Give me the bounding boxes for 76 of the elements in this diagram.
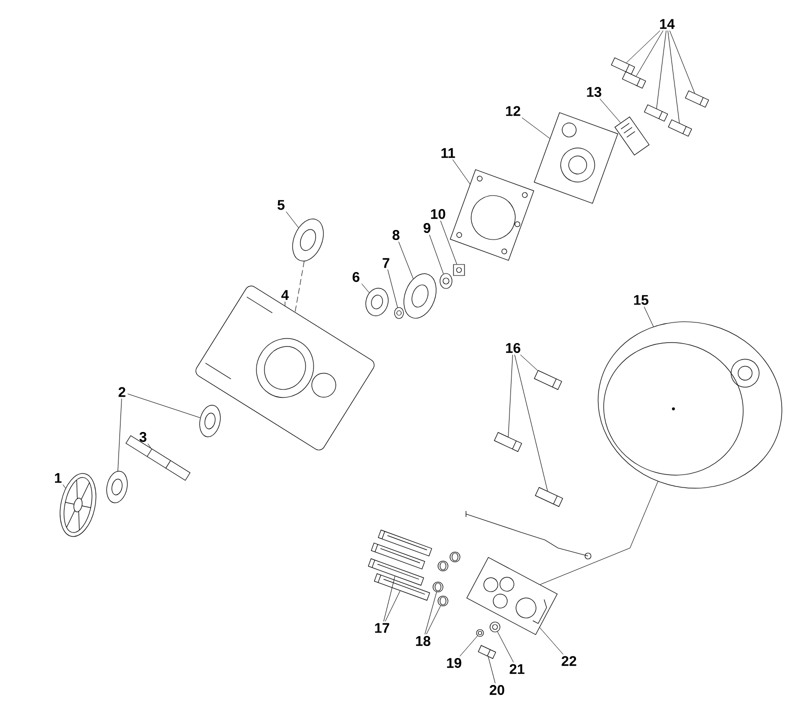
- alignment-line: [540, 481, 658, 585]
- leader-line: [522, 117, 550, 139]
- callout-number: 6: [352, 272, 360, 282]
- callout-number: 11: [441, 148, 456, 158]
- gasket-drawing: [450, 169, 534, 261]
- callout-number: 2: [118, 387, 126, 397]
- leader-line: [440, 220, 458, 264]
- leader-line: [644, 306, 654, 327]
- ring-drawing: [440, 273, 452, 289]
- leader-line: [286, 211, 299, 228]
- ring-drawing: [490, 622, 500, 632]
- tube-drawing: [370, 542, 426, 570]
- leader-line: [488, 656, 496, 684]
- callout-number: 10: [431, 209, 446, 219]
- bearing-drawing: [106, 470, 128, 504]
- leader-line: [62, 484, 66, 488]
- ring-drawing: [476, 629, 484, 637]
- leader-line: [284, 301, 286, 306]
- callout-number: 13: [587, 87, 602, 97]
- callout-number: 9: [424, 223, 430, 233]
- callout-number: 16: [506, 343, 520, 353]
- cover-drawing: [598, 322, 782, 488]
- leader-line: [514, 354, 548, 492]
- leader-line: [539, 627, 564, 655]
- leader-line: [148, 444, 151, 448]
- leader-line: [460, 636, 478, 656]
- nut-drawing: [453, 264, 465, 276]
- leader-line: [424, 592, 437, 634]
- leader-line: [127, 394, 200, 418]
- callout-number: 21: [510, 664, 524, 674]
- cover-drawing: [534, 112, 618, 204]
- impeller-drawing: [404, 274, 436, 318]
- callout-number: 19: [447, 658, 462, 668]
- callout-number: 15: [634, 295, 648, 305]
- callout-number: 18: [416, 636, 430, 646]
- leader-line: [398, 242, 414, 279]
- leader-line: [520, 354, 538, 371]
- leader-line: [626, 30, 660, 64]
- leader-line: [361, 284, 370, 293]
- callout-number: 1: [55, 473, 62, 483]
- alignment-line: [294, 261, 304, 312]
- callout-number: 14: [660, 19, 675, 29]
- callout-number: 12: [506, 106, 520, 116]
- callout-number: 22: [562, 656, 576, 666]
- bolt-drawing: [478, 645, 496, 659]
- leader-line: [497, 631, 514, 663]
- leader-line: [426, 605, 441, 634]
- callout-number: 5: [278, 200, 285, 210]
- callout-number: 7: [382, 258, 390, 268]
- callout-number: 20: [490, 685, 504, 695]
- bushing-drawing: [366, 288, 389, 316]
- leader-line: [636, 30, 664, 77]
- callout-number: 4: [281, 290, 289, 300]
- callout-number: 17: [375, 623, 390, 633]
- gear-drawing: [60, 473, 96, 537]
- leader-line: [669, 30, 695, 94]
- leader-line: [668, 30, 680, 124]
- leader-line: [118, 398, 122, 472]
- tube-drawing: [378, 530, 432, 556]
- callout-number: 3: [139, 432, 146, 442]
- cap-drawing: [438, 596, 448, 606]
- cap-drawing: [432, 582, 444, 592]
- cap-drawing: [450, 552, 460, 562]
- leader-line: [384, 590, 400, 622]
- leader-line: [429, 234, 444, 274]
- leader-line: [383, 576, 396, 622]
- cap-drawing: [438, 560, 448, 572]
- leader-line: [452, 159, 470, 184]
- bearing-drawing: [199, 404, 221, 438]
- callout-number: 8: [392, 230, 400, 240]
- leader-line: [508, 354, 513, 438]
- leader-line: [600, 98, 621, 124]
- ring-drawing: [394, 307, 404, 319]
- seal-drawing: [292, 218, 324, 262]
- leader-line: [387, 269, 398, 308]
- leader-line: [656, 30, 666, 109]
